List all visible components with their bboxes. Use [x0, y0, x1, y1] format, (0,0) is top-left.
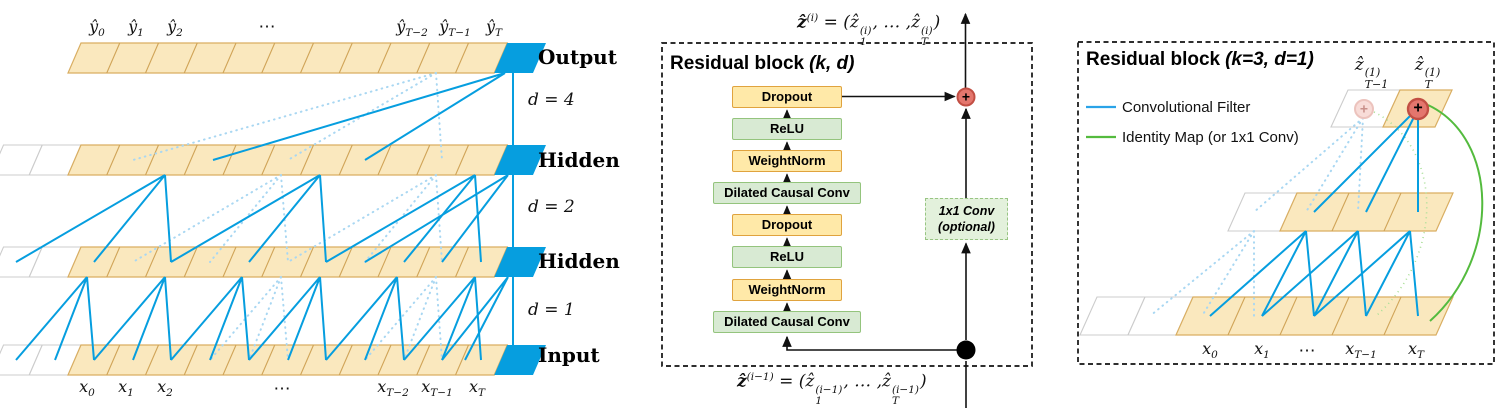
- formula-term: ẑ: [737, 371, 747, 392]
- formula-sup: (i): [806, 12, 819, 24]
- dotted-receptive-field-lines: [132, 72, 443, 361]
- z-label-T-1: ẑ(1)T−1: [1355, 55, 1390, 90]
- 1x1-conv-label: 1x1 Conv: [938, 203, 995, 218]
- formula-sup: (i): [921, 24, 933, 37]
- skip-junction-dot: [956, 340, 976, 360]
- formula-close: ): [933, 12, 941, 33]
- formula-eq: = (: [818, 12, 850, 33]
- formula-dots: , … ,: [843, 371, 882, 392]
- dropout-box-1: Dropout: [732, 86, 842, 108]
- dilated-causal-conv-box-1: Dilated Causal Conv: [713, 182, 861, 204]
- formula-sup: (i): [859, 24, 872, 37]
- formula-term: ẑ: [805, 371, 815, 392]
- input-label-x2: x2: [157, 377, 173, 400]
- residual-block-title-text: Residual block: [670, 53, 805, 74]
- plus-icon-main: +: [1413, 99, 1423, 117]
- z-sub: T: [1424, 77, 1433, 91]
- output-label-yT-1: ŷT−1: [439, 17, 471, 40]
- z-base: ẑ: [1354, 55, 1364, 75]
- output-label-yT-2: ŷT−2: [396, 17, 428, 40]
- formula-sup: (i−1): [891, 383, 919, 396]
- z-sub: T−1: [1364, 77, 1389, 91]
- output-label-y1: ŷ1: [128, 17, 144, 40]
- right-input-label-xT-1: xT−1: [1345, 339, 1377, 362]
- output-vector-formula: ẑ(i) = (ẑ(i)1, … ,ẑ(i)T): [797, 12, 940, 48]
- layer-label-output: Output: [538, 45, 617, 69]
- residual-block-params: (k, d): [809, 53, 855, 74]
- right-dotted-conv-lines: [1149, 117, 1364, 317]
- z-label-T: ẑ(1)T: [1415, 55, 1442, 90]
- formula-sup: (i−1): [815, 383, 843, 396]
- formula-eq: = (: [773, 371, 806, 392]
- right-panel-rows: [1079, 89, 1454, 336]
- z-sup: (1): [1364, 66, 1381, 79]
- input-label-dots: ⋯: [273, 379, 293, 399]
- summation-node-main: [1406, 97, 1430, 121]
- highlighted-cells: [494, 43, 546, 375]
- left-conv-lines: [15, 72, 514, 361]
- formula-term: ẑ: [797, 12, 807, 33]
- input-label-xT-1: xT−1: [421, 377, 453, 400]
- 1x1-conv-optional-box: 1x1 Conv (optional): [925, 198, 1008, 240]
- formula-close: ): [920, 371, 927, 392]
- layer-label-hidden1: Hidden: [538, 148, 620, 172]
- output-label-dots: ⋯: [258, 17, 278, 37]
- legend-conv-filter-label: Convolutional Filter: [1122, 99, 1251, 116]
- right-input-label-dots: ⋯: [1298, 341, 1318, 361]
- output-label-yT: ŷT: [485, 17, 503, 40]
- legend-identity-map-label: Identity Map (or 1x1 Conv): [1122, 129, 1299, 146]
- summation-node: [956, 87, 976, 107]
- formula-dots: , … ,: [872, 12, 912, 33]
- formula-sub: 1: [859, 35, 867, 48]
- formula-term: ẑ: [911, 12, 921, 33]
- formula-sup: (i−1): [746, 371, 774, 383]
- right-conv-lines: [1209, 114, 1419, 317]
- output-label-y2: ŷ2: [167, 17, 183, 40]
- residual-block-title: Residual block(k, d): [670, 53, 855, 75]
- plus-icon-faded: +: [1359, 100, 1369, 117]
- relu-box-1: ReLU: [732, 118, 842, 140]
- 1x1-conv-optional-label: (optional): [938, 220, 995, 234]
- relu-box-2: ReLU: [732, 246, 842, 268]
- formula-sub: T: [891, 394, 899, 407]
- input-vector-formula: ẑ(i−1) = (ẑ(i−1)1, … ,ẑ(i−1)T): [737, 371, 927, 407]
- identity-arc: [1427, 104, 1484, 322]
- weightnorm-box-1: WeightNorm: [732, 150, 842, 172]
- z-sup: (1): [1424, 66, 1441, 79]
- dilated-causal-conv-box-2: Dilated Causal Conv: [713, 311, 861, 333]
- dilation-label-d4: d = 4: [528, 90, 575, 110]
- residual-block-k3-title: Residual block(k=3, d=1): [1086, 49, 1314, 71]
- right-input-label-xT: xT: [1407, 339, 1425, 362]
- formula-sub: T: [921, 35, 929, 48]
- right-input-label-x0: x0: [1202, 339, 1218, 362]
- dilation-label-d2: d = 2: [528, 197, 575, 217]
- layer-label-hidden2: Hidden: [538, 249, 620, 273]
- residual-block-border: [661, 42, 1033, 367]
- formula-term: ẑ: [882, 371, 891, 392]
- residual-block-k3-title-text: Residual block: [1086, 49, 1221, 70]
- summation-node-faded: [1354, 99, 1374, 119]
- residual-block-k3-border: [1077, 41, 1495, 365]
- dropout-box-2: Dropout: [732, 214, 842, 236]
- output-label-y0: ŷ0: [89, 17, 105, 40]
- plus-icon: +: [961, 88, 971, 105]
- layer-label-input: Input: [538, 343, 600, 367]
- input-label-xT-2: xT−2: [377, 377, 409, 400]
- weightnorm-box-2: WeightNorm: [732, 279, 842, 301]
- residual-block-k3-params: (k=3, d=1): [1225, 49, 1314, 70]
- middle-flow-lines: [782, 12, 971, 408]
- input-label-x1: x1: [118, 377, 134, 400]
- formula-sub: 1: [815, 394, 823, 407]
- right-input-label-x1: x1: [1254, 339, 1270, 362]
- dilation-label-d1: d = 1: [528, 300, 575, 320]
- formula-term: ẑ: [849, 12, 859, 33]
- input-label-x0: x0: [79, 377, 95, 400]
- input-label-xT: xT: [468, 377, 486, 400]
- left-panel-rows: [0, 42, 546, 376]
- z-base: ẑ: [1414, 55, 1424, 75]
